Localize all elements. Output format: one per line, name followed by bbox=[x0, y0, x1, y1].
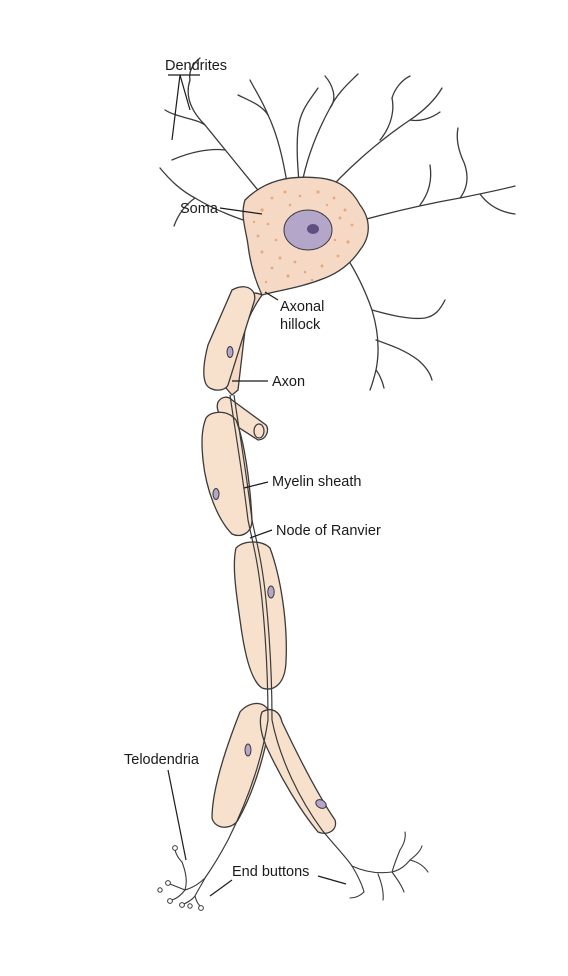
label-end-buttons: End buttons bbox=[232, 864, 309, 880]
end-buttons-left bbox=[157, 845, 204, 911]
telodendria-right bbox=[349, 831, 429, 901]
label-axonal-hillock-line2: hillock bbox=[280, 317, 321, 333]
axon-core bbox=[204, 394, 353, 879]
label-dendrites: Dendrites bbox=[165, 58, 227, 74]
myelin-sheaths bbox=[201, 286, 337, 834]
nucleus bbox=[283, 209, 333, 251]
labels: Dendrites Soma Axonal hillock Axon Myeli… bbox=[124, 58, 381, 880]
label-telodendria: Telodendria bbox=[124, 752, 200, 768]
label-myelin-sheath: Myelin sheath bbox=[272, 474, 361, 490]
soma-granules bbox=[252, 190, 354, 284]
label-axonal-hillock-line1: Axonal bbox=[280, 299, 324, 315]
dendrites bbox=[159, 57, 516, 391]
label-axon: Axon bbox=[272, 374, 305, 390]
label-node-of-ranvier: Node of Ranvier bbox=[276, 523, 381, 539]
telodendria-left bbox=[169, 849, 206, 907]
label-soma: Soma bbox=[180, 201, 219, 217]
leader-lines bbox=[167, 74, 347, 897]
